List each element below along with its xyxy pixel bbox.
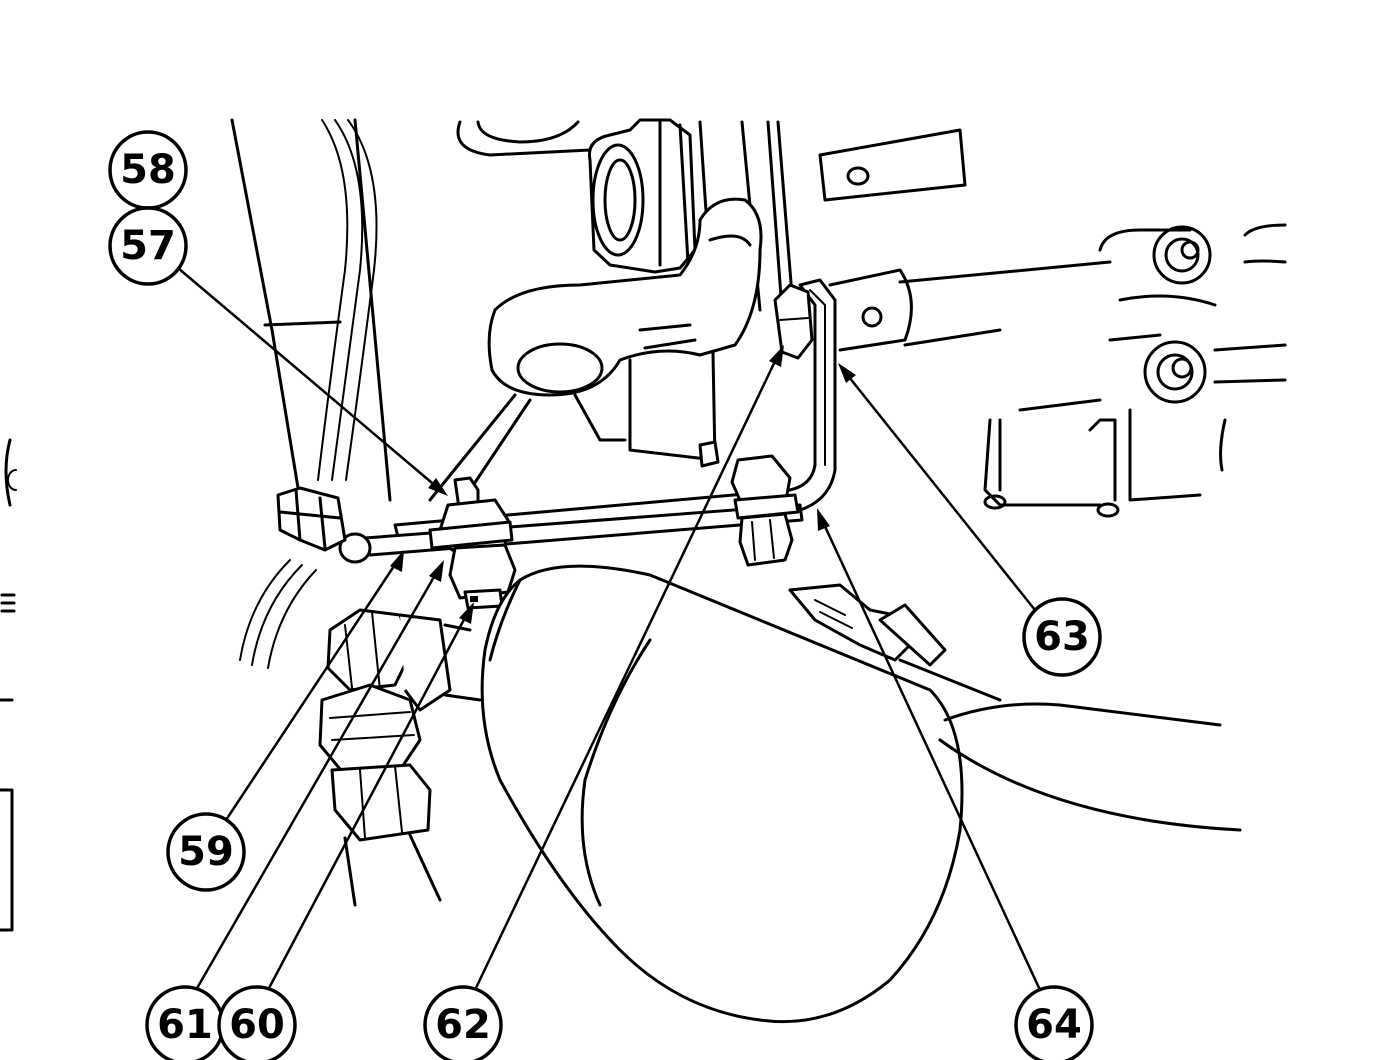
callout-64: 64 <box>817 508 1094 1060</box>
callout-60: 60 <box>217 602 474 1060</box>
svg-text:58: 58 <box>120 147 176 193</box>
svg-text:64: 64 <box>1026 1002 1082 1048</box>
left-edge-fragments <box>0 438 17 932</box>
svg-text:63: 63 <box>1034 614 1090 660</box>
bracket-bolt <box>698 440 800 567</box>
clamp-bolt-assembly <box>428 476 517 610</box>
svg-text:57: 57 <box>120 223 176 269</box>
callout-58: 58 <box>108 130 188 210</box>
svg-text:61: 61 <box>157 1002 213 1048</box>
callout-57: 57 <box>108 206 448 496</box>
svg-text:62: 62 <box>435 1002 491 1048</box>
callout-59: 59 <box>166 550 404 892</box>
svg-text:60: 60 <box>229 1002 285 1048</box>
callouts: 58 57 59 61 60 <box>108 130 1102 1060</box>
callout-62: 62 <box>423 345 784 1060</box>
svg-text:59: 59 <box>178 829 234 875</box>
rocker-arm-casting <box>428 118 763 522</box>
hose-fitting <box>318 608 482 907</box>
callout-63: 63 <box>838 363 1102 677</box>
oil-filter <box>480 564 1242 1024</box>
callout-61: 61 <box>145 560 444 1060</box>
